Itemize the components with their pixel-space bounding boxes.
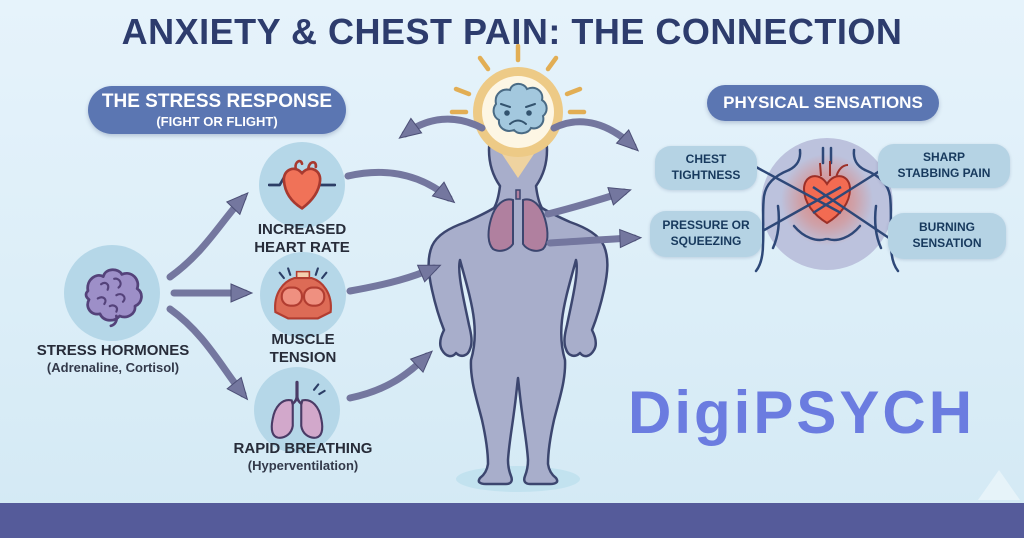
arrow-brain-to-heart (166, 192, 249, 281)
glow-rays (449, 43, 587, 115)
sharp-stabbing-pain-line2: STABBING PAIN (897, 166, 991, 180)
burning-sensation-line2: SENSATION (912, 236, 982, 250)
arrow-head-to-right (550, 118, 640, 152)
rapid-breathing-label-line2: (Hyperventilation) (247, 458, 359, 474)
sharp-stabbing-pain-pill: SHARP STABBING PAIN (878, 144, 1010, 188)
worried-brain-bubble-icon (449, 43, 587, 178)
corner-triangle-mark (978, 470, 1020, 500)
arrow-brain-to-lungs (166, 305, 249, 401)
digipsych-watermark: DigiPSYCH (628, 379, 976, 446)
arrow-heart-to-body (344, 168, 456, 204)
physical-sensations-badge-label: PHYSICAL SENSATIONS (723, 93, 923, 112)
rapid-breathing-circle (254, 367, 340, 453)
anxious-person-icon (427, 116, 609, 486)
burning-sensation-line1: BURNING (919, 220, 975, 235)
arrow-chest-to-right-lower (546, 228, 643, 249)
footer-bar (0, 503, 1024, 538)
stress-hormones-label: STRESS HORMONES (Adrenaline, Cortisol) (37, 342, 190, 376)
physical-sensations-badge: PHYSICAL SENSATIONS (707, 85, 939, 121)
sharp-stabbing-pain-line1: SHARP (922, 150, 965, 165)
stress-hormones-label-line1: STRESS HORMONES (36, 342, 190, 359)
chest-lungs-icon (487, 189, 549, 252)
stress-hormones-label-line2: (Adrenaline, Cortisol) (46, 360, 180, 376)
arrow-muscle-to-body (346, 264, 442, 295)
sensation-connector-lines (755, 165, 890, 240)
burning-sensation-pill: BURNING SENSATION (888, 213, 1006, 259)
muscle-tension-label-line2: TENSION (269, 349, 337, 367)
chest-tightness-line2: TIGHTNESS (671, 168, 741, 182)
heart-ekg-icon (268, 159, 336, 210)
increased-heart-rate-label-line1: INCREASED (257, 221, 347, 238)
muscle-tension-label-line1: MUSCLE (271, 331, 335, 348)
arrow-head-to-left (398, 115, 486, 139)
flow-arrows (166, 115, 643, 402)
stress-response-badge-line2: (FIGHT OR FLIGHT) (156, 114, 278, 129)
increased-heart-rate-circle (259, 142, 345, 228)
stress-hormones-circle (64, 245, 160, 341)
chest-tightness-line1: CHEST (685, 152, 727, 167)
ground-shadow (456, 466, 580, 492)
stress-response-badge: THE STRESS RESPONSE (FIGHT OR FLIGHT) (88, 86, 346, 134)
stress-response-badge-line1: THE STRESS RESPONSE (101, 91, 333, 112)
muscle-tension-circle (260, 252, 346, 338)
muscle-tension-label: MUSCLE TENSION (270, 331, 337, 368)
pressure-or-squeezing-line2: SQUEEZING (670, 234, 742, 248)
page-title: ANXIETY & CHEST PAIN: THE CONNECTION (121, 11, 903, 52)
increased-heart-rate-label-line2: HEART RATE (254, 239, 350, 257)
chest-tightness-pill: CHEST TIGHTNESS (655, 146, 757, 190)
arrow-lungs-to-body (346, 350, 434, 402)
increased-heart-rate-label: INCREASED HEART RATE (254, 221, 350, 258)
rapid-breathing-label-line1: RAPID BREATHING (233, 440, 373, 457)
pressure-or-squeezing-pill: PRESSURE OR SQUEEZING (650, 211, 762, 257)
chest-muscles-icon (274, 267, 332, 320)
chest-heart-pain-icon (754, 138, 900, 273)
lungs-icon (270, 380, 326, 439)
arrow-chest-to-right-upper (544, 187, 632, 218)
rapid-breathing-label: RAPID BREATHING (Hyperventilation) (234, 440, 373, 474)
pressure-or-squeezing-line1: PRESSURE OR (662, 218, 750, 233)
worried-face (500, 103, 536, 125)
brain-icon (84, 268, 143, 328)
